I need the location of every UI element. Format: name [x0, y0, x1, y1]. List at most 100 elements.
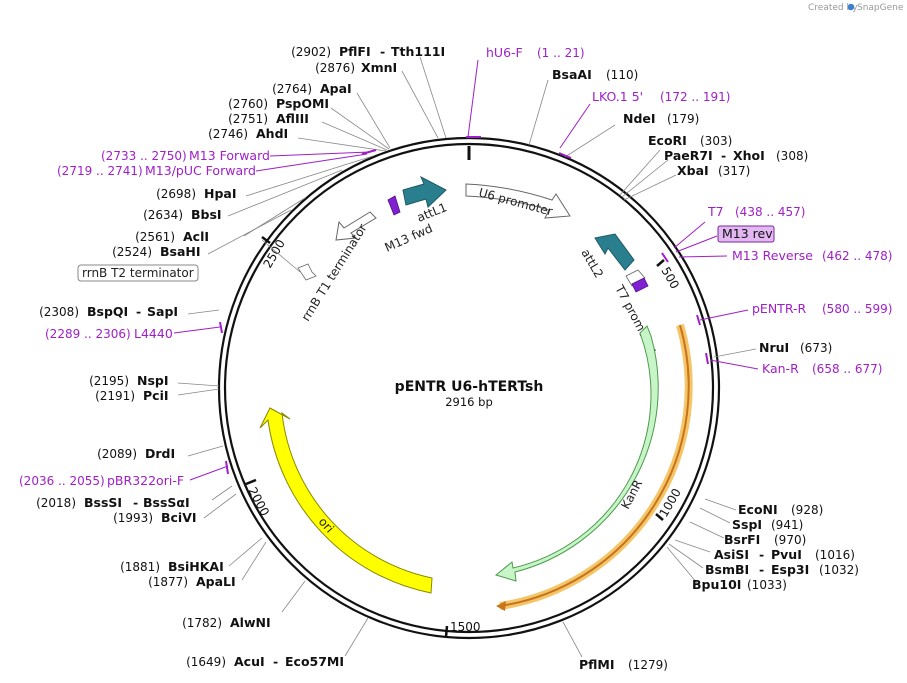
- primer-label-L4440[interactable]: (2289 .. 2306) L4440: [45, 326, 173, 341]
- site-label-BsrFI[interactable]: BsrFI (970): [724, 532, 806, 547]
- attL2-label: attL2: [578, 247, 606, 281]
- site-label-AflIII[interactable]: (2751) AflIII: [228, 111, 309, 126]
- site-label-NspI[interactable]: (2195) NspI: [89, 373, 168, 388]
- site-label-BsmBI-Esp3I[interactable]: BsmBI - Esp3I (1032): [705, 562, 859, 577]
- tick-marks: [245, 236, 665, 638]
- orf-arrow[interactable]: [499, 324, 690, 607]
- rrnB-T2-terminator-callout[interactable]: rrnB T2 terminator: [77, 264, 199, 282]
- site-label-BciVI[interactable]: (1993) BciVI: [113, 510, 196, 525]
- primer-label-pBR322ori-F[interactable]: (2036 .. 2055) pBR322ori-F: [19, 473, 184, 488]
- site-dash: -: [759, 562, 764, 577]
- primer-range: (2719 .. 2741): [57, 164, 143, 178]
- site-label-PflFI-Tth111I[interactable]: (2902) PflFI - Tth111I: [291, 44, 445, 59]
- site-name: BciVI: [161, 510, 197, 525]
- site-name: PflMI: [579, 657, 615, 672]
- primer-name: T7: [707, 204, 724, 219]
- primer-name: M13 Reverse: [732, 248, 813, 263]
- site-label-PaeR7I-XhoI[interactable]: PaeR7I - XhoI (308): [664, 148, 808, 163]
- site-label-HpaI[interactable]: (2698) HpaI: [156, 186, 236, 201]
- rrnB-T1-terminator-arrow[interactable]: [335, 211, 377, 241]
- primer-name: M13/pUC Forward: [145, 163, 256, 178]
- site-name: BssSI: [84, 495, 122, 510]
- primer-name: Kan-R: [762, 361, 799, 376]
- primer-label-M13-rev[interactable]: M13 rev: [717, 225, 775, 243]
- site-label-XmnI[interactable]: (2876) XmnI: [315, 60, 397, 75]
- site-name: PspOMI: [276, 96, 329, 111]
- site-label-AhdI[interactable]: (2746) AhdI: [208, 126, 288, 141]
- primer-label-pENTR-R[interactable]: pENTR-R (580 .. 599): [752, 301, 892, 316]
- primer-label-Kan-R[interactable]: Kan-R (658 .. 677): [762, 361, 882, 376]
- primer-range: (438 .. 457): [735, 205, 805, 219]
- site-label-SspI[interactable]: SspI (941): [732, 517, 803, 532]
- site-name: AhdI: [256, 126, 288, 141]
- site-label-AlwNI[interactable]: (1782) AlwNI: [182, 615, 271, 630]
- primer-label-LKO1-5prime[interactable]: LKO.1 5' (172 .. 191): [592, 89, 730, 104]
- site-label-NdeI[interactable]: NdeI (179): [623, 111, 699, 126]
- site-name: AclI: [183, 229, 209, 244]
- site-label-PciI[interactable]: (2191) PciI: [95, 388, 168, 403]
- site-label-BspQI-SapI[interactable]: (2308) BspQI - SapI: [39, 304, 178, 319]
- primer-label-hU6-F[interactable]: hU6-F (1 .. 21): [486, 45, 585, 60]
- site-label-BbsI[interactable]: (2634) BbsI: [143, 207, 221, 222]
- primer-label-T7[interactable]: T7 (438 .. 457): [707, 204, 805, 219]
- primer-name: M13 rev: [722, 226, 773, 241]
- site-name: NruI: [759, 340, 789, 355]
- site-label-DrdI[interactable]: (2089) DrdI: [97, 446, 175, 461]
- site-pos: (1033): [747, 578, 787, 592]
- t7-promoter-feature[interactable]: [625, 269, 646, 287]
- site-pos: (928): [791, 503, 823, 517]
- site-label-BsiHKAI[interactable]: (1881) BsiHKAI: [120, 559, 224, 574]
- primer-range: (2733 .. 2750): [101, 149, 187, 163]
- primer-name: hU6-F: [486, 45, 523, 60]
- site-label-ApaLI[interactable]: (1877) ApaLI: [148, 574, 236, 589]
- backbone-inner-circle: [223, 142, 715, 634]
- site-label-BsaAI[interactable]: BsaAI (110): [552, 67, 638, 82]
- site-pos: (1877): [148, 575, 188, 589]
- primer-range: (1 .. 21): [537, 46, 585, 60]
- m13-fwd-feature[interactable]: [387, 195, 401, 216]
- site-label-ApaI[interactable]: (2764) ApaI: [272, 81, 352, 96]
- site-pos: (2902): [291, 45, 331, 59]
- rrnB-T2-terminator-arrow[interactable]: [297, 263, 317, 281]
- primer-label-M13-Forward[interactable]: (2733 .. 2750) M13 Forward: [101, 148, 270, 163]
- site-pos: (303): [700, 134, 732, 148]
- site-pos: (2308): [39, 305, 79, 319]
- site-label-BssSI-BssSalphaI[interactable]: (2018) BssSI - BssSαI: [36, 495, 190, 510]
- site-label-AsiSI-PvuI[interactable]: AsiSI - PvuI (1016): [714, 547, 855, 562]
- site-pos: (2191): [95, 389, 135, 403]
- m13-rev-feature[interactable]: [631, 277, 649, 293]
- site-pos: (110): [606, 68, 638, 82]
- site-label-Bpu10I[interactable]: Bpu10I (1033): [692, 577, 787, 592]
- site-pos: (2746): [208, 127, 248, 141]
- site-label-NruI[interactable]: NruI (673): [759, 340, 832, 355]
- kanR-arrow[interactable]: [494, 325, 659, 582]
- site-dash: -: [759, 547, 764, 562]
- site-label-AcuI-Eco57MI[interactable]: (1649) AcuI - Eco57MI: [186, 654, 344, 669]
- site-label-PspOMI[interactable]: (2760) PspOMI: [228, 96, 329, 111]
- primer-range: (580 .. 599): [822, 302, 892, 316]
- primer-range: (2289 .. 2306): [45, 327, 131, 341]
- site-pos: (1016): [815, 548, 855, 562]
- attL2-arrow[interactable]: [594, 233, 635, 271]
- site-pos: (308): [776, 149, 808, 163]
- primer-label-M13-pUC-Forward[interactable]: (2719 .. 2741) M13/pUC Forward: [57, 163, 256, 178]
- site-label-AclI[interactable]: (2561) AclI: [135, 229, 209, 244]
- site-label-XbaI[interactable]: XbaI (317): [677, 163, 750, 178]
- primer-range: (462 .. 478): [822, 249, 892, 263]
- site-dash: -: [136, 304, 141, 319]
- site-label-PflMI[interactable]: PflMI (1279): [579, 657, 668, 672]
- primer-label-M13-Reverse[interactable]: M13 Reverse (462 .. 478): [732, 248, 892, 263]
- attL1-arrow[interactable]: [402, 175, 447, 208]
- site-label-EcoRI[interactable]: EcoRI (303): [648, 133, 732, 148]
- ori-arrow[interactable]: [259, 407, 433, 594]
- primer-name: L4440: [134, 326, 173, 341]
- site-label-EcoNI[interactable]: EcoNI (928): [738, 502, 823, 517]
- orf-arrow-head: [496, 601, 506, 611]
- site-name: BsrFI: [724, 532, 760, 547]
- site-pos: (2876): [315, 61, 355, 75]
- primer-range: (172 .. 191): [660, 90, 730, 104]
- u6-promoter-arrow[interactable]: [465, 183, 571, 219]
- site-label-BsaHI[interactable]: (2524) BsaHI: [112, 244, 200, 259]
- site-pos: (2018): [36, 496, 76, 510]
- site-name-2: PvuI: [771, 547, 802, 562]
